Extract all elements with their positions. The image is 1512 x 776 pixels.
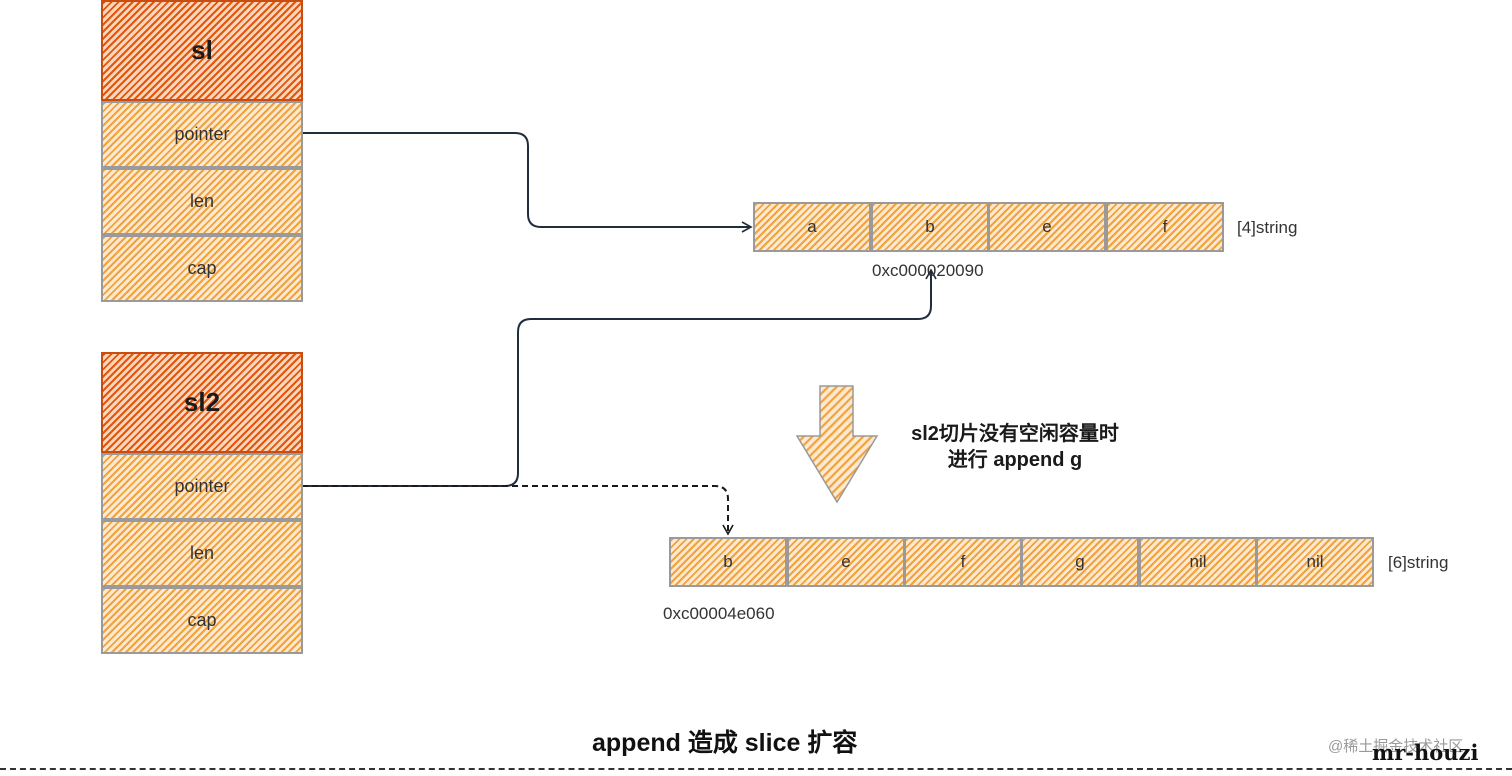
- watermark-text: @稀土掘金技术社区: [1328, 738, 1464, 755]
- down-arrow-icon: [795, 385, 879, 504]
- append-note-line2: 进行 append g: [947, 449, 1083, 471]
- old-array-value: b: [925, 217, 935, 236]
- author-signature: mr-houzi: [1372, 740, 1479, 765]
- sl2-new-pointer-link: [302, 485, 734, 536]
- sl2-field-len: len: [101, 520, 303, 587]
- sl2-field-cap-label: cap: [187, 610, 217, 630]
- sl2-field-pointer-label: pointer: [174, 476, 230, 496]
- sl-field-len: len: [101, 168, 303, 235]
- new-array-cell: nil: [1256, 537, 1374, 587]
- new-array-value: nil: [1189, 552, 1207, 571]
- sl-field-cap: cap: [101, 235, 303, 302]
- diagram-caption: append 造成 slice 扩容: [592, 729, 858, 757]
- sl2-field-pointer: pointer: [101, 453, 303, 520]
- old-array-cell: e: [988, 202, 1106, 252]
- old-array-cell: b: [871, 202, 989, 252]
- sl2-field-len-label: len: [189, 543, 215, 563]
- new-array-value: g: [1075, 552, 1085, 571]
- old-array-value: e: [1042, 217, 1052, 236]
- new-array-value: f: [960, 552, 966, 571]
- new-array-value: e: [841, 552, 851, 571]
- new-array-cell: f: [904, 537, 1022, 587]
- sl-field-pointer-label: pointer: [174, 124, 230, 144]
- old-array-cell: f: [1106, 202, 1224, 252]
- new-array-address: 0xc00004e060: [663, 604, 775, 623]
- old-array-value: a: [807, 217, 817, 236]
- new-array-cell: g: [1021, 537, 1139, 587]
- sl2-old-pointer-link: [302, 268, 937, 487]
- bottom-divider: [0, 768, 1512, 770]
- sl-field-pointer: pointer: [101, 101, 303, 168]
- sl-field-len-label: len: [189, 191, 215, 211]
- new-array-value: b: [723, 552, 733, 571]
- new-array-cell: b: [669, 537, 787, 587]
- sl2-field-cap: cap: [101, 587, 303, 654]
- new-array-cell: e: [787, 537, 905, 587]
- old-array-value: f: [1162, 217, 1168, 236]
- append-note: sl2切片没有空闲容量时 进行 append g: [890, 421, 1140, 473]
- sl-name: sl: [191, 35, 213, 65]
- append-note-line1: sl2切片没有空闲容量时: [911, 423, 1119, 445]
- sl-header: sl: [101, 0, 303, 101]
- sl-field-cap-label: cap: [187, 258, 217, 278]
- new-array-value: nil: [1306, 552, 1324, 571]
- old-array-cell: a: [753, 202, 871, 252]
- sl2-header: sl2: [101, 352, 303, 453]
- sl2-name: sl2: [183, 387, 221, 417]
- old-array-type-label: [4]string: [1237, 218, 1298, 237]
- new-array-cell: nil: [1139, 537, 1257, 587]
- new-array-type-label: [6]string: [1388, 553, 1449, 572]
- old-array-address: 0xc000020090: [872, 261, 984, 280]
- sl-pointer-link: [302, 132, 753, 233]
